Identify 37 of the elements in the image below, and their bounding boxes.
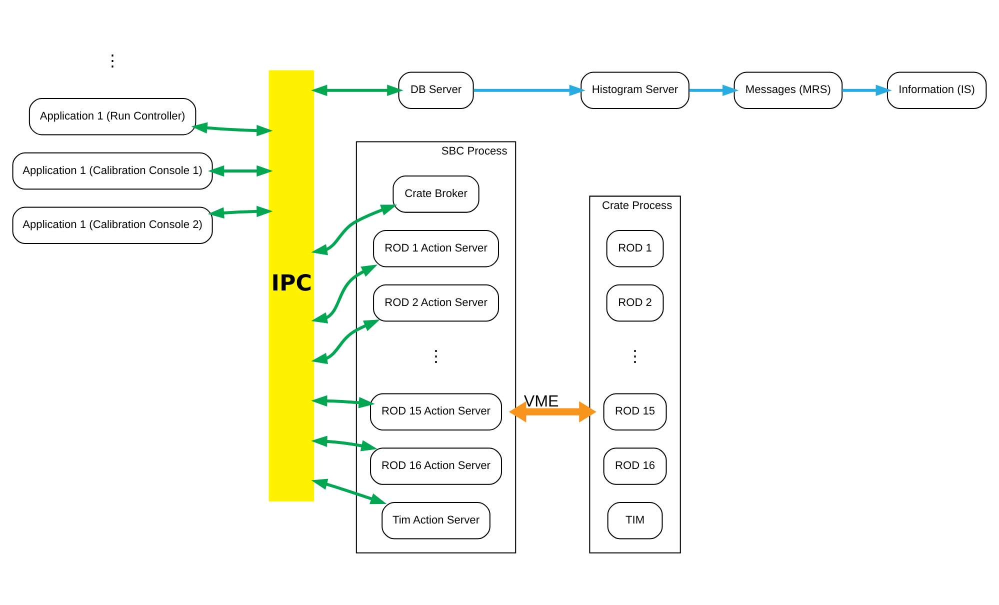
node-box: ROD 1 Action Server — [373, 230, 499, 268]
arrow — [208, 206, 273, 219]
arrow — [311, 320, 380, 364]
node-box: TIM — [607, 502, 663, 540]
node-box: Application 1 (Calibration Console 1) — [12, 152, 213, 190]
node-box: ROD 16 — [603, 448, 667, 485]
node-box: ROD 2 Action Server — [373, 284, 499, 322]
node-box: ROD 15 Action Server — [370, 393, 502, 430]
label: ⋮ — [428, 347, 444, 366]
node-box: Application 1 (Calibration Console 2) — [12, 206, 213, 244]
node-box: Crate Broker — [392, 176, 480, 213]
node-box: IPC — [268, 70, 314, 502]
arrow — [311, 204, 398, 256]
node-box: Messages (MRS) — [734, 72, 843, 110]
node-box: Tim Action Server — [382, 502, 490, 540]
node-box: ROD 15 — [603, 393, 667, 430]
arrow — [311, 395, 375, 408]
node-box: DB Server — [398, 72, 474, 110]
label: ⋮ — [104, 52, 121, 70]
arrow — [311, 264, 378, 324]
arrow — [474, 84, 586, 96]
node-box: ROD 1 — [606, 230, 664, 268]
node-box: Application 1 (Run Controller) — [28, 98, 196, 136]
node-box: ROD 16 Action Server — [370, 448, 502, 485]
arrow — [208, 165, 273, 177]
label: ⋮ — [627, 347, 644, 366]
arrow — [311, 478, 387, 504]
node-box: Information (IS) — [886, 72, 987, 110]
edge-label: VME — [524, 392, 559, 411]
node-box: Histogram Server — [580, 72, 690, 110]
arrow — [311, 436, 378, 452]
arrow — [508, 401, 596, 422]
node-box: ROD 2 — [606, 284, 664, 322]
arrow — [191, 122, 273, 136]
arrow — [842, 84, 892, 96]
arrow — [311, 84, 404, 96]
arrow — [689, 84, 739, 96]
